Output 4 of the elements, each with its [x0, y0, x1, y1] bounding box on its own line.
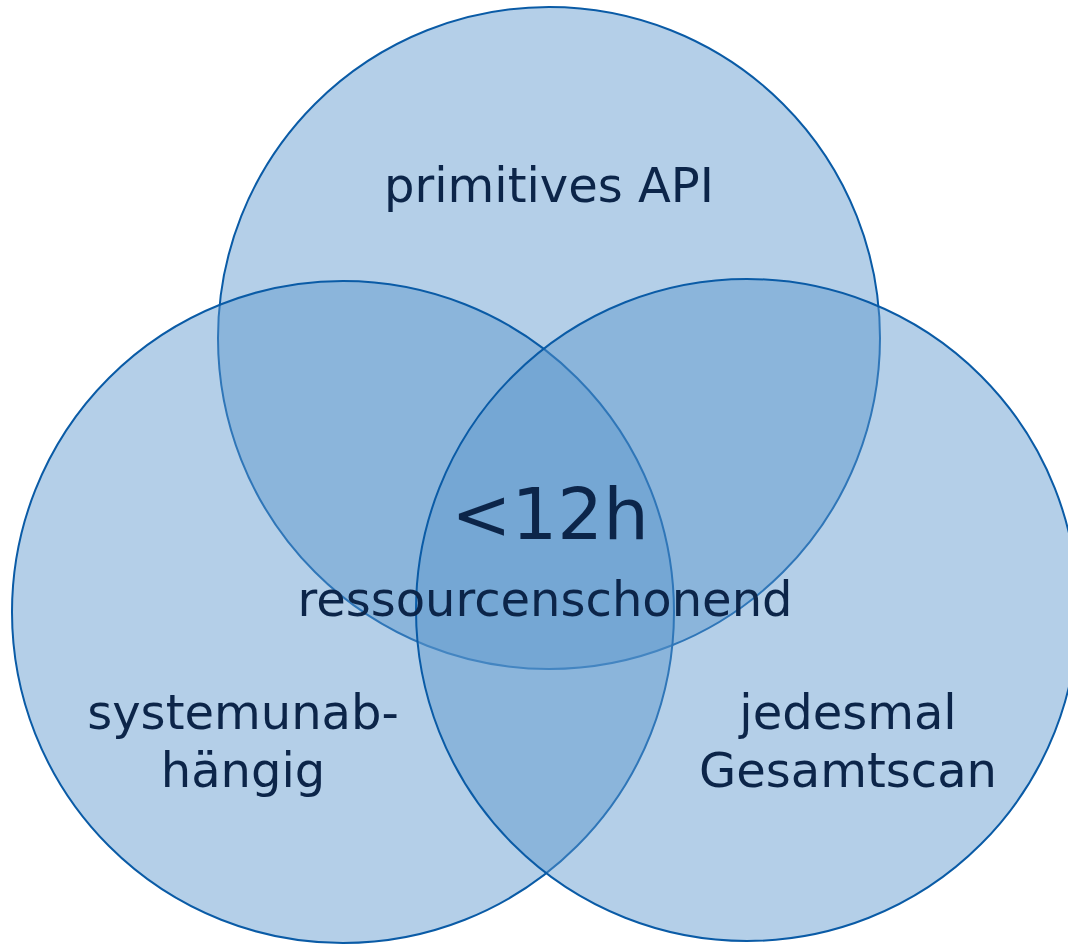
- time-value-label: <12h: [451, 473, 649, 557]
- circle-label: jedesmal Gesamtscan: [698, 683, 998, 799]
- circle-label: primitives API: [383, 156, 715, 214]
- circle-label: systemunab- hängig: [86, 683, 400, 799]
